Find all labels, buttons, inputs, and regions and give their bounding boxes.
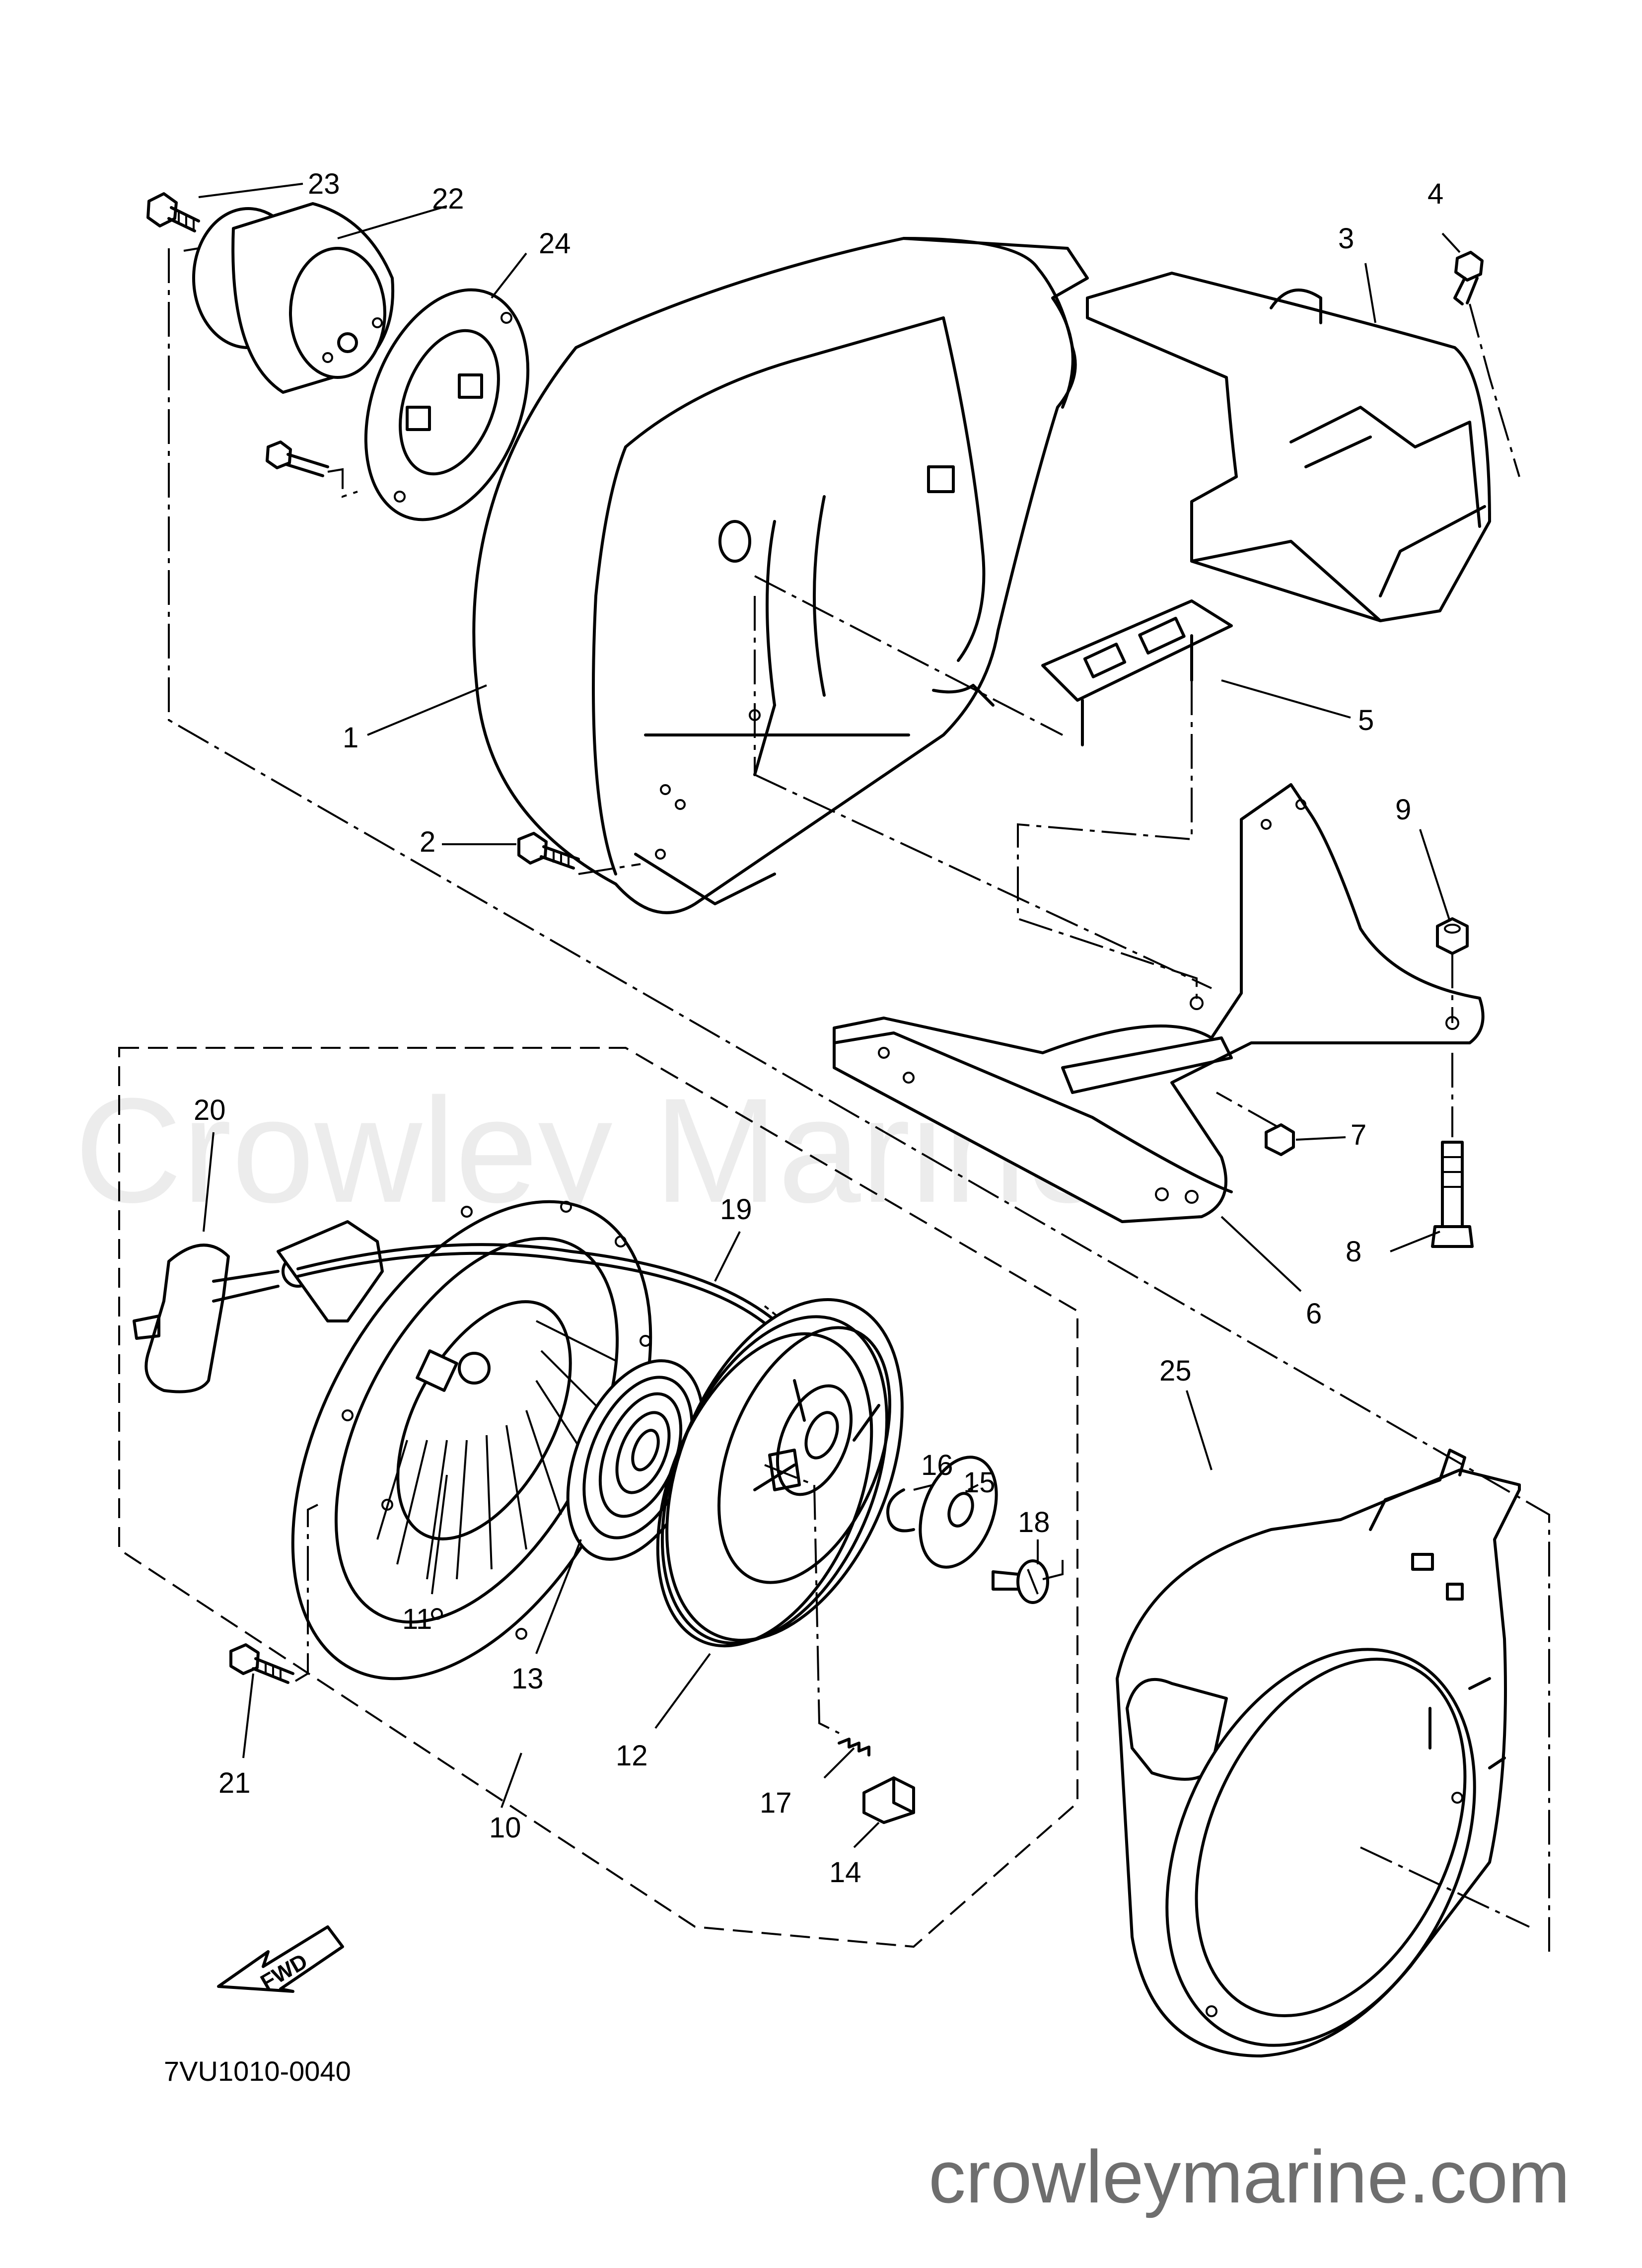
- callout-10: 10: [489, 1812, 521, 1844]
- callout-numbers: 23 22 24 4 3 5 1 2 9 7 8 6 19 20 25 16 1…: [194, 168, 1443, 1889]
- callout-7: 7: [1351, 1119, 1366, 1151]
- callout-9: 9: [1395, 794, 1411, 826]
- bolt-2-drawing: [517, 832, 641, 875]
- callout-14: 14: [829, 1856, 861, 1889]
- callout-23: 23: [308, 168, 340, 200]
- mounting-plate-5-drawing: [1041, 599, 1233, 746]
- nut-9-drawing: [1436, 917, 1469, 955]
- assembly-line-housing-plate: [754, 575, 1063, 775]
- callout-15: 15: [963, 1466, 996, 1499]
- diagram-code: 7VU1010-0040: [164, 2055, 351, 2087]
- screw-leader-line: [1042, 1554, 1064, 1580]
- sheave-drum-12-drawing: [656, 1298, 904, 1648]
- callout-13: 13: [511, 1663, 544, 1695]
- callout-11: 11: [402, 1603, 432, 1635]
- callout-1: 1: [343, 722, 358, 754]
- circlip-16-drawing: [886, 1488, 915, 1533]
- pawl-14-drawing: [862, 1776, 915, 1824]
- callout-17: 17: [760, 1787, 792, 1819]
- pawl-leader-line: [764, 1464, 840, 1734]
- bolt-21-drawing: [229, 1504, 318, 1684]
- callout-12: 12: [616, 1740, 648, 1772]
- bolt-23-drawing: [146, 192, 200, 232]
- assembly-line-cover: [1360, 1846, 1530, 1928]
- assembly-line-bracket-hole: [754, 774, 1212, 989]
- fwd-arrow-icon: FWD: [217, 1925, 344, 1995]
- screw-18-drawing: [992, 1559, 1049, 1604]
- callout-18: 18: [1018, 1506, 1050, 1538]
- callout-21: 21: [218, 1767, 251, 1799]
- callout-6: 6: [1306, 1298, 1322, 1330]
- screw-24-drawing: [266, 440, 358, 498]
- air-duct-cover-3-drawing: [1086, 272, 1491, 622]
- assembly-line-main: [168, 248, 1550, 1952]
- callout-2: 2: [420, 826, 435, 858]
- pulley-plate-24-drawing: [364, 288, 530, 521]
- callout-8: 8: [1346, 1236, 1361, 1268]
- leader-lines: [198, 183, 1461, 1848]
- nut-7-drawing: [1265, 1123, 1295, 1156]
- callout-19: 19: [720, 1193, 752, 1226]
- bolt-8-drawing: [1431, 1141, 1474, 1248]
- callout-16: 16: [921, 1449, 953, 1481]
- bolt-4-drawing: [1453, 251, 1520, 477]
- assembly-line-pulley: [183, 247, 199, 252]
- starter-pulley-22-drawing: [192, 202, 395, 394]
- callout-4: 4: [1428, 178, 1443, 210]
- callout-25: 25: [1159, 1355, 1192, 1387]
- assembly-line-plate-bracket: [1017, 680, 1198, 1003]
- callout-3: 3: [1338, 222, 1354, 255]
- callout-24: 24: [539, 227, 571, 260]
- fan-cover-25-drawing: [1116, 1449, 1521, 2057]
- footer-url: crowleymarine.com: [928, 2135, 1570, 2218]
- fan-housing-1-drawing: [472, 237, 1089, 914]
- bracket-6-drawing: [833, 783, 1485, 1223]
- callout-5: 5: [1358, 704, 1374, 736]
- pawl-spring-17-drawing: [838, 1738, 870, 1756]
- callout-22: 22: [432, 183, 464, 215]
- starter-handle-20-drawing: [133, 1244, 314, 1393]
- assembly-line-nut7: [1216, 1092, 1279, 1128]
- callout-20: 20: [194, 1094, 226, 1126]
- starter-assembly-10-boundary: [118, 1047, 1078, 1948]
